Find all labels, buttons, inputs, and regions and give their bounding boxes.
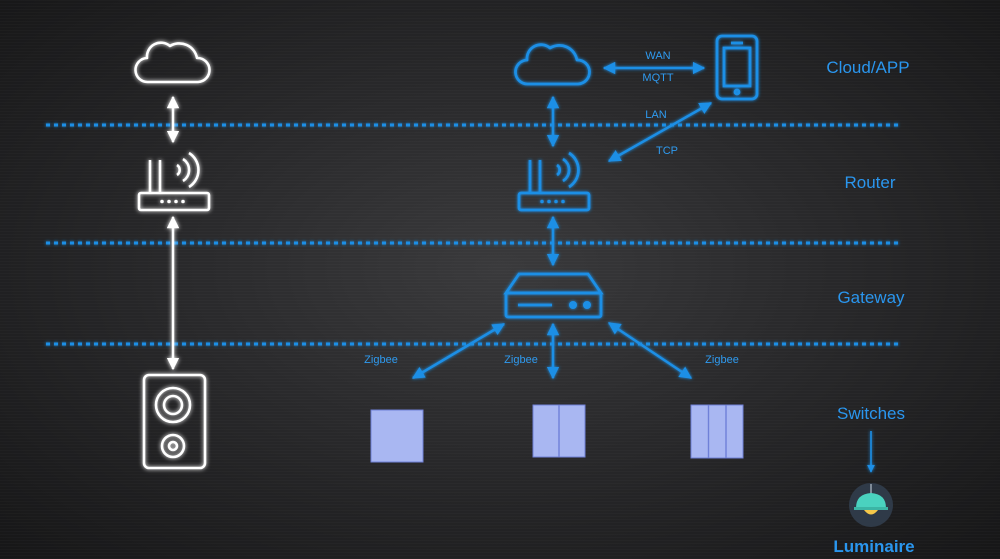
arrow-phone-router bbox=[607, 101, 713, 163]
label-zigbee-left: Zigbee bbox=[364, 354, 398, 366]
switches-group bbox=[370, 404, 744, 463]
double-gang-switch-icon[interactable] bbox=[532, 404, 586, 458]
layer-label-luminaire: Luminaire bbox=[833, 537, 914, 556]
layer-label-gateway: Gateway bbox=[837, 288, 905, 307]
label-wan: WAN bbox=[645, 50, 670, 62]
layer-label-switches: Switches bbox=[837, 404, 905, 423]
layer-label-router: Router bbox=[844, 173, 895, 192]
smartphone-icon bbox=[715, 34, 759, 101]
arrow-gateway-switch3 bbox=[607, 321, 693, 380]
label-zigbee-center: Zigbee bbox=[504, 354, 538, 366]
label-lan: LAN bbox=[645, 109, 666, 121]
label-tcp: TCP bbox=[656, 145, 678, 157]
label-zigbee-right: Zigbee bbox=[705, 354, 739, 366]
left-speaker-icon bbox=[142, 373, 207, 470]
left-cloud-icon bbox=[134, 41, 211, 84]
right-stack bbox=[411, 34, 875, 473]
arrow-gateway-switch1 bbox=[411, 322, 506, 380]
triple-gang-switch-icon[interactable] bbox=[690, 404, 744, 459]
pendant-lamp-icon[interactable] bbox=[849, 483, 893, 527]
gateway-device-icon bbox=[503, 272, 604, 319]
left-router-icon bbox=[137, 151, 211, 212]
layer-label-cloud-app: Cloud/APP bbox=[826, 58, 909, 77]
single-gang-switch-icon[interactable] bbox=[370, 409, 424, 463]
right-cloud-icon bbox=[514, 43, 591, 86]
right-router-icon bbox=[517, 151, 591, 212]
label-mqtt: MQTT bbox=[642, 72, 673, 84]
left-stack bbox=[134, 41, 211, 470]
